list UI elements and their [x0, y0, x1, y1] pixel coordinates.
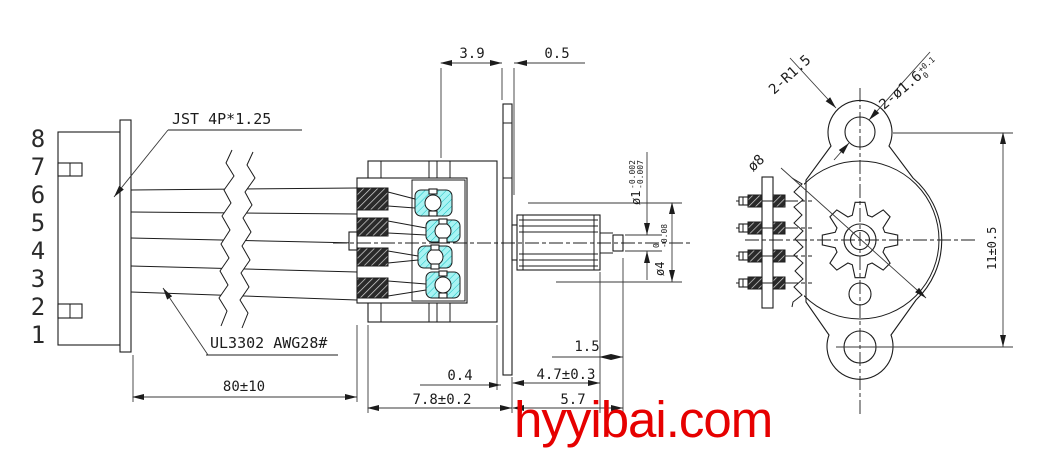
shaft-and-gear	[516, 214, 624, 271]
front-connector-pins	[736, 194, 812, 290]
pin-label: 4	[31, 237, 45, 265]
wire-break-symbol	[218, 149, 256, 329]
dim-shaft-tip-dia: ø1 -0.002 -0.007	[628, 160, 645, 205]
dim-ear-hole-tol-top: +0.1	[916, 55, 937, 74]
dim-shaft-tip-prefix: ø1	[629, 191, 643, 205]
dim-gap: 0.4	[447, 368, 472, 384]
wire-crimps	[356, 187, 427, 299]
dim-flange-thickness: 0.5	[544, 46, 569, 62]
pin-label: 2	[31, 293, 45, 321]
dim-ear-hole-prefix: 2-ø1.6	[876, 68, 925, 113]
dim-gear-dia-tol-bot: -0.08	[660, 224, 669, 248]
dim-shaft-total: 5.7	[560, 392, 585, 408]
pin-label: 3	[31, 265, 45, 293]
dim-body-dia: ø8	[745, 152, 768, 175]
body-scallop-edge	[791, 177, 804, 308]
front-view: 2-R1.5 2-ø1.6 +0.1 0 ø8 11±0.5	[736, 51, 1013, 415]
dim-ear-radius: 2-R1.5	[766, 52, 814, 98]
dim-gear-dia: ø4 0 -0.08	[652, 224, 669, 276]
dim-ear-hole-tol-bot: 0	[921, 70, 931, 80]
jst-connector	[57, 119, 132, 353]
dim-shaft-length: 4.7±0.3	[536, 367, 595, 383]
connector-label: JST 4P*1.25	[172, 110, 271, 128]
wire-label: UL3302 AWG28#	[210, 334, 327, 352]
dim-gear-width: 1.5	[574, 339, 599, 355]
dim-hole-pitch: 11±0.5	[985, 227, 999, 270]
pin-label: 6	[31, 181, 45, 209]
pin-label: 8	[31, 125, 45, 153]
dim-gear-dia-tol-top: 0	[652, 243, 661, 248]
pin-label: 1	[31, 321, 45, 349]
dim-shaft-tip-tol-top: -0.002	[628, 160, 637, 189]
dim-shaft-tip-tol-bot: -0.007	[636, 160, 645, 189]
leader-labels: JST 4P*1.25 UL3302 AWG28#	[113, 110, 338, 356]
dim-ear-hole: 2-ø1.6 +0.1 0	[876, 55, 937, 113]
terminals-highlighted	[414, 188, 461, 299]
dim-gear-dia-prefix: ø4	[653, 262, 667, 276]
dim-body-length: 7.8±0.2	[412, 392, 471, 408]
pin-label: 5	[31, 209, 45, 237]
dim-wire-length: 80±10	[223, 379, 265, 395]
pin-numbers: 8 7 6 5 4 3 2 1	[31, 125, 45, 349]
pin-label: 7	[31, 153, 45, 181]
side-dimensions: 3.9 0.5 80±10 0.4 7.8±0.2 5.7 4.7±0.3	[132, 46, 682, 413]
side-view: 8 7 6 5 4 3 2 1	[31, 46, 690, 413]
front-connector-plate	[761, 176, 774, 309]
dim-top-depth: 3.9	[459, 46, 484, 62]
watermark: hyyibai.com	[514, 391, 773, 448]
